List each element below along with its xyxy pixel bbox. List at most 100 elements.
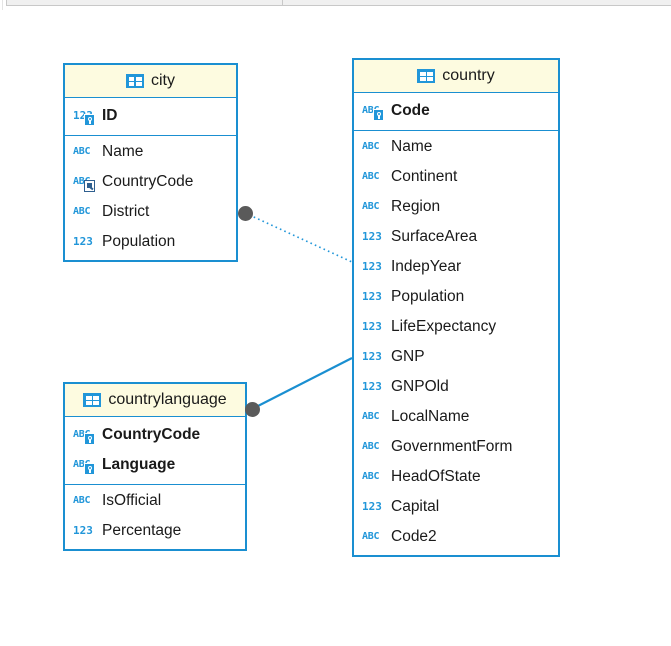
field-label: CountryCode [102, 426, 201, 443]
numeric-type-icon: 123 [362, 350, 382, 363]
field-row[interactable]: ABC Region [354, 192, 558, 222]
numeric-type-icon: 123 [362, 320, 382, 333]
field-label: IndepYear [391, 258, 462, 275]
numeric-type-icon: 123 [362, 290, 382, 303]
primary-key-icon [84, 114, 95, 126]
entity-header[interactable]: city [65, 65, 236, 98]
index-key-icon [84, 180, 95, 192]
field-label: Name [391, 138, 433, 155]
field-row[interactable]: 123 GNP [354, 342, 558, 372]
text-type-icon: ABC [362, 531, 380, 542]
field-label: ID [102, 107, 118, 124]
field-row[interactable]: 123 Capital [354, 492, 558, 522]
toolbar-edge-right [282, 0, 671, 6]
numeric-type-icon: 123 [362, 380, 382, 393]
field-label: Language [102, 456, 176, 473]
field-label: GNPOld [391, 378, 449, 395]
primary-key-icon [373, 109, 384, 121]
field-row[interactable]: 123 SurfaceArea [354, 222, 558, 252]
entity-header[interactable]: countrylanguage [65, 384, 245, 417]
relationship-line-countrylanguage-to-country[interactable] [251, 357, 353, 410]
text-type-icon: ABC [362, 171, 380, 182]
entity-title: country [442, 67, 495, 84]
field-label: GNP [391, 348, 425, 365]
field-label: GovernmentForm [391, 438, 513, 455]
field-row[interactable]: 123 LifeExpectancy [354, 312, 558, 342]
field-row[interactable]: ABC LocalName [354, 402, 558, 432]
relationship-endpoint-countrylanguage[interactable] [244, 401, 260, 417]
field-row[interactable]: 123 Population [354, 282, 558, 312]
text-type-icon: ABC [362, 103, 384, 121]
field-row[interactable]: ABC CountryCode [65, 167, 236, 197]
text-type-icon: ABC [362, 141, 380, 152]
relationship-connector-layer [244, 212, 353, 410]
text-type-icon: ABC [362, 441, 380, 452]
field-row[interactable]: ABC Code2 [354, 522, 558, 552]
text-type-icon: ABC [73, 174, 95, 192]
primary-key-icon [84, 433, 95, 445]
text-type-icon: ABC [73, 457, 95, 475]
text-type-icon: ABC [73, 495, 91, 506]
text-type-icon: ABC [362, 201, 380, 212]
numeric-type-icon: 123 [73, 108, 95, 126]
toolbar-edge-left [6, 0, 296, 6]
text-type-icon: ABC [73, 427, 95, 445]
table-icon [83, 393, 102, 407]
field-row[interactable]: ABC Code [354, 96, 558, 126]
primary-key-group: ABC Code [354, 93, 558, 131]
field-label: Population [391, 288, 465, 305]
field-row[interactable]: ABC IsOfficial [65, 486, 245, 516]
field-row[interactable]: ABC Name [354, 132, 558, 162]
numeric-type-icon: 123 [362, 500, 382, 513]
field-label: SurfaceArea [391, 228, 478, 245]
field-row[interactable]: ABC Continent [354, 162, 558, 192]
app-chrome-strip [0, 0, 671, 10]
field-label: Continent [391, 168, 458, 185]
field-label: LocalName [391, 408, 470, 425]
relationship-endpoint-city[interactable] [237, 205, 253, 221]
field-label: IsOfficial [102, 492, 162, 509]
field-label: LifeExpectancy [391, 318, 497, 335]
field-label: Name [102, 143, 144, 160]
entity-title: city [151, 72, 175, 89]
field-row[interactable]: 123 ID [65, 101, 236, 131]
field-row[interactable]: ABC Language [65, 450, 245, 480]
primary-key-group: 123 ID [65, 98, 236, 136]
field-label: Percentage [102, 522, 182, 539]
entity-header[interactable]: country [354, 60, 558, 93]
field-row[interactable]: ABC CountryCode [65, 420, 245, 450]
table-icon [417, 69, 436, 83]
field-label: District [102, 203, 150, 220]
relationship-line-city-to-country[interactable] [244, 212, 353, 263]
primary-key-icon [84, 463, 95, 475]
text-type-icon: ABC [73, 146, 91, 157]
text-type-icon: ABC [362, 471, 380, 482]
field-label: Code2 [391, 528, 437, 545]
numeric-type-icon: 123 [362, 260, 382, 273]
field-label: Code [391, 102, 430, 119]
field-label: Population [102, 233, 176, 250]
field-row[interactable]: 123 GNPOld [354, 372, 558, 402]
entity-title: countrylanguage [108, 391, 227, 408]
text-type-icon: ABC [362, 411, 380, 422]
field-label: Capital [391, 498, 440, 515]
table-icon [126, 74, 144, 88]
field-label: CountryCode [102, 173, 194, 190]
field-row[interactable]: ABC GovernmentForm [354, 432, 558, 462]
field-row[interactable]: 123 IndepYear [354, 252, 558, 282]
field-label: Region [391, 198, 441, 215]
numeric-type-icon: 123 [362, 230, 382, 243]
field-row[interactable]: ABC Name [65, 137, 236, 167]
